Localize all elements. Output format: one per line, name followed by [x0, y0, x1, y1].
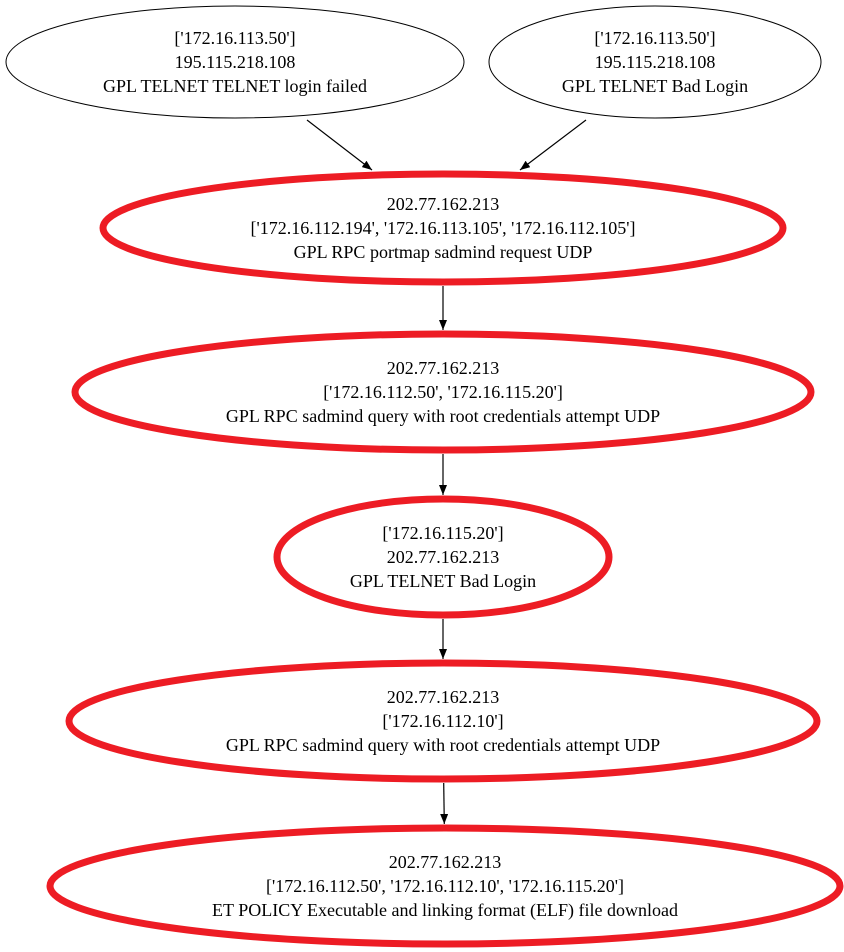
node-label-line: ['172.16.113.50']	[594, 28, 715, 48]
graph-edge	[519, 119, 587, 171]
node-label-line: GPL TELNET Bad Login	[350, 571, 536, 591]
graph-node: 202.77.162.213 ['172.16.112.10'] GPL RPC s…	[65, 659, 821, 783]
node-ellipse-highlighted	[99, 170, 787, 286]
node-label-line: ['172.16.112.50', '172.16.112.10', '172.…	[266, 876, 624, 896]
node-ellipse-highlighted	[65, 659, 821, 783]
node-label-line: 202.77.162.213	[389, 852, 502, 872]
edges-layer	[306, 119, 587, 825]
node-label-line: ['172.16.113.50']	[174, 28, 295, 48]
node-label-line: GPL TELNET TELNET login failed	[103, 76, 367, 96]
node-label-line: 202.77.162.213	[387, 358, 500, 378]
node-ellipse	[488, 5, 822, 119]
graph-edge	[306, 119, 373, 171]
node-label-line: 195.115.218.108	[595, 52, 716, 72]
node-ellipse-highlighted	[46, 824, 844, 948]
node-label-line: 202.77.162.213	[387, 687, 500, 707]
graph-node: 202.77.162.213 ['172.16.112.194', '172.16…	[99, 170, 787, 286]
node-label-line: 195.115.218.108	[175, 52, 296, 72]
graph-node: 202.77.162.213 ['172.16.112.50', '172.16.…	[71, 330, 815, 454]
node-label-line: 202.77.162.213	[387, 547, 500, 567]
node-label-line: ET POLICY Executable and linking format …	[212, 900, 678, 921]
node-label-line: ['172.16.112.194', '172.16.113.105', '17…	[251, 218, 636, 238]
node-label-line: GPL TELNET Bad Login	[562, 76, 748, 96]
node-label-line: ['172.16.112.50', '172.16.115.20']	[323, 382, 563, 402]
node-ellipse-highlighted	[71, 330, 815, 454]
node-label-line: GPL RPC sadmind query with root credenti…	[226, 735, 660, 755]
node-label-line: GPL RPC sadmind query with root credenti…	[226, 406, 660, 426]
node-label-line: ['172.16.112.10']	[382, 711, 503, 731]
graph-edge	[440, 782, 449, 825]
node-ellipse-highlighted	[273, 495, 613, 619]
node-label-line: GPL RPC portmap sadmind request UDP	[294, 242, 593, 262]
node-ellipse	[5, 5, 465, 119]
node-label-line: 202.77.162.213	[387, 194, 500, 214]
node-label-line: ['172.16.115.20']	[382, 523, 503, 543]
graph-node: 202.77.162.213 ['172.16.112.50', '172.16.…	[46, 824, 844, 948]
